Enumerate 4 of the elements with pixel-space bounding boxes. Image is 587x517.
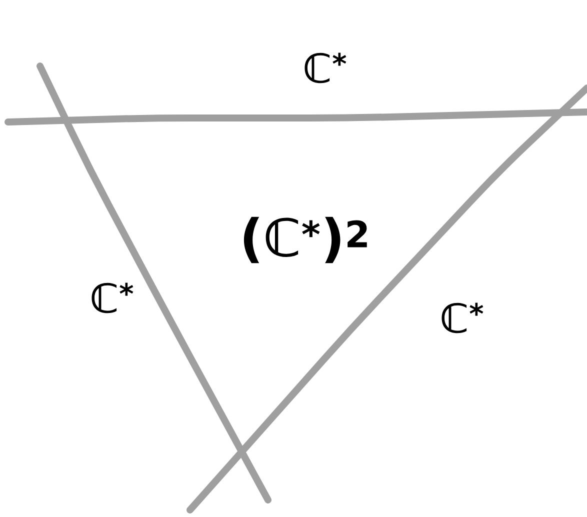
math-label: (ℂ$^{*}$)$^{2}$ xyxy=(244,216,367,264)
math-label: ℂ$^{*}$ xyxy=(442,302,484,334)
math-label: ℂ$^{*}$ xyxy=(92,282,134,314)
math-label: ℂ$^{*}$ xyxy=(304,52,346,84)
